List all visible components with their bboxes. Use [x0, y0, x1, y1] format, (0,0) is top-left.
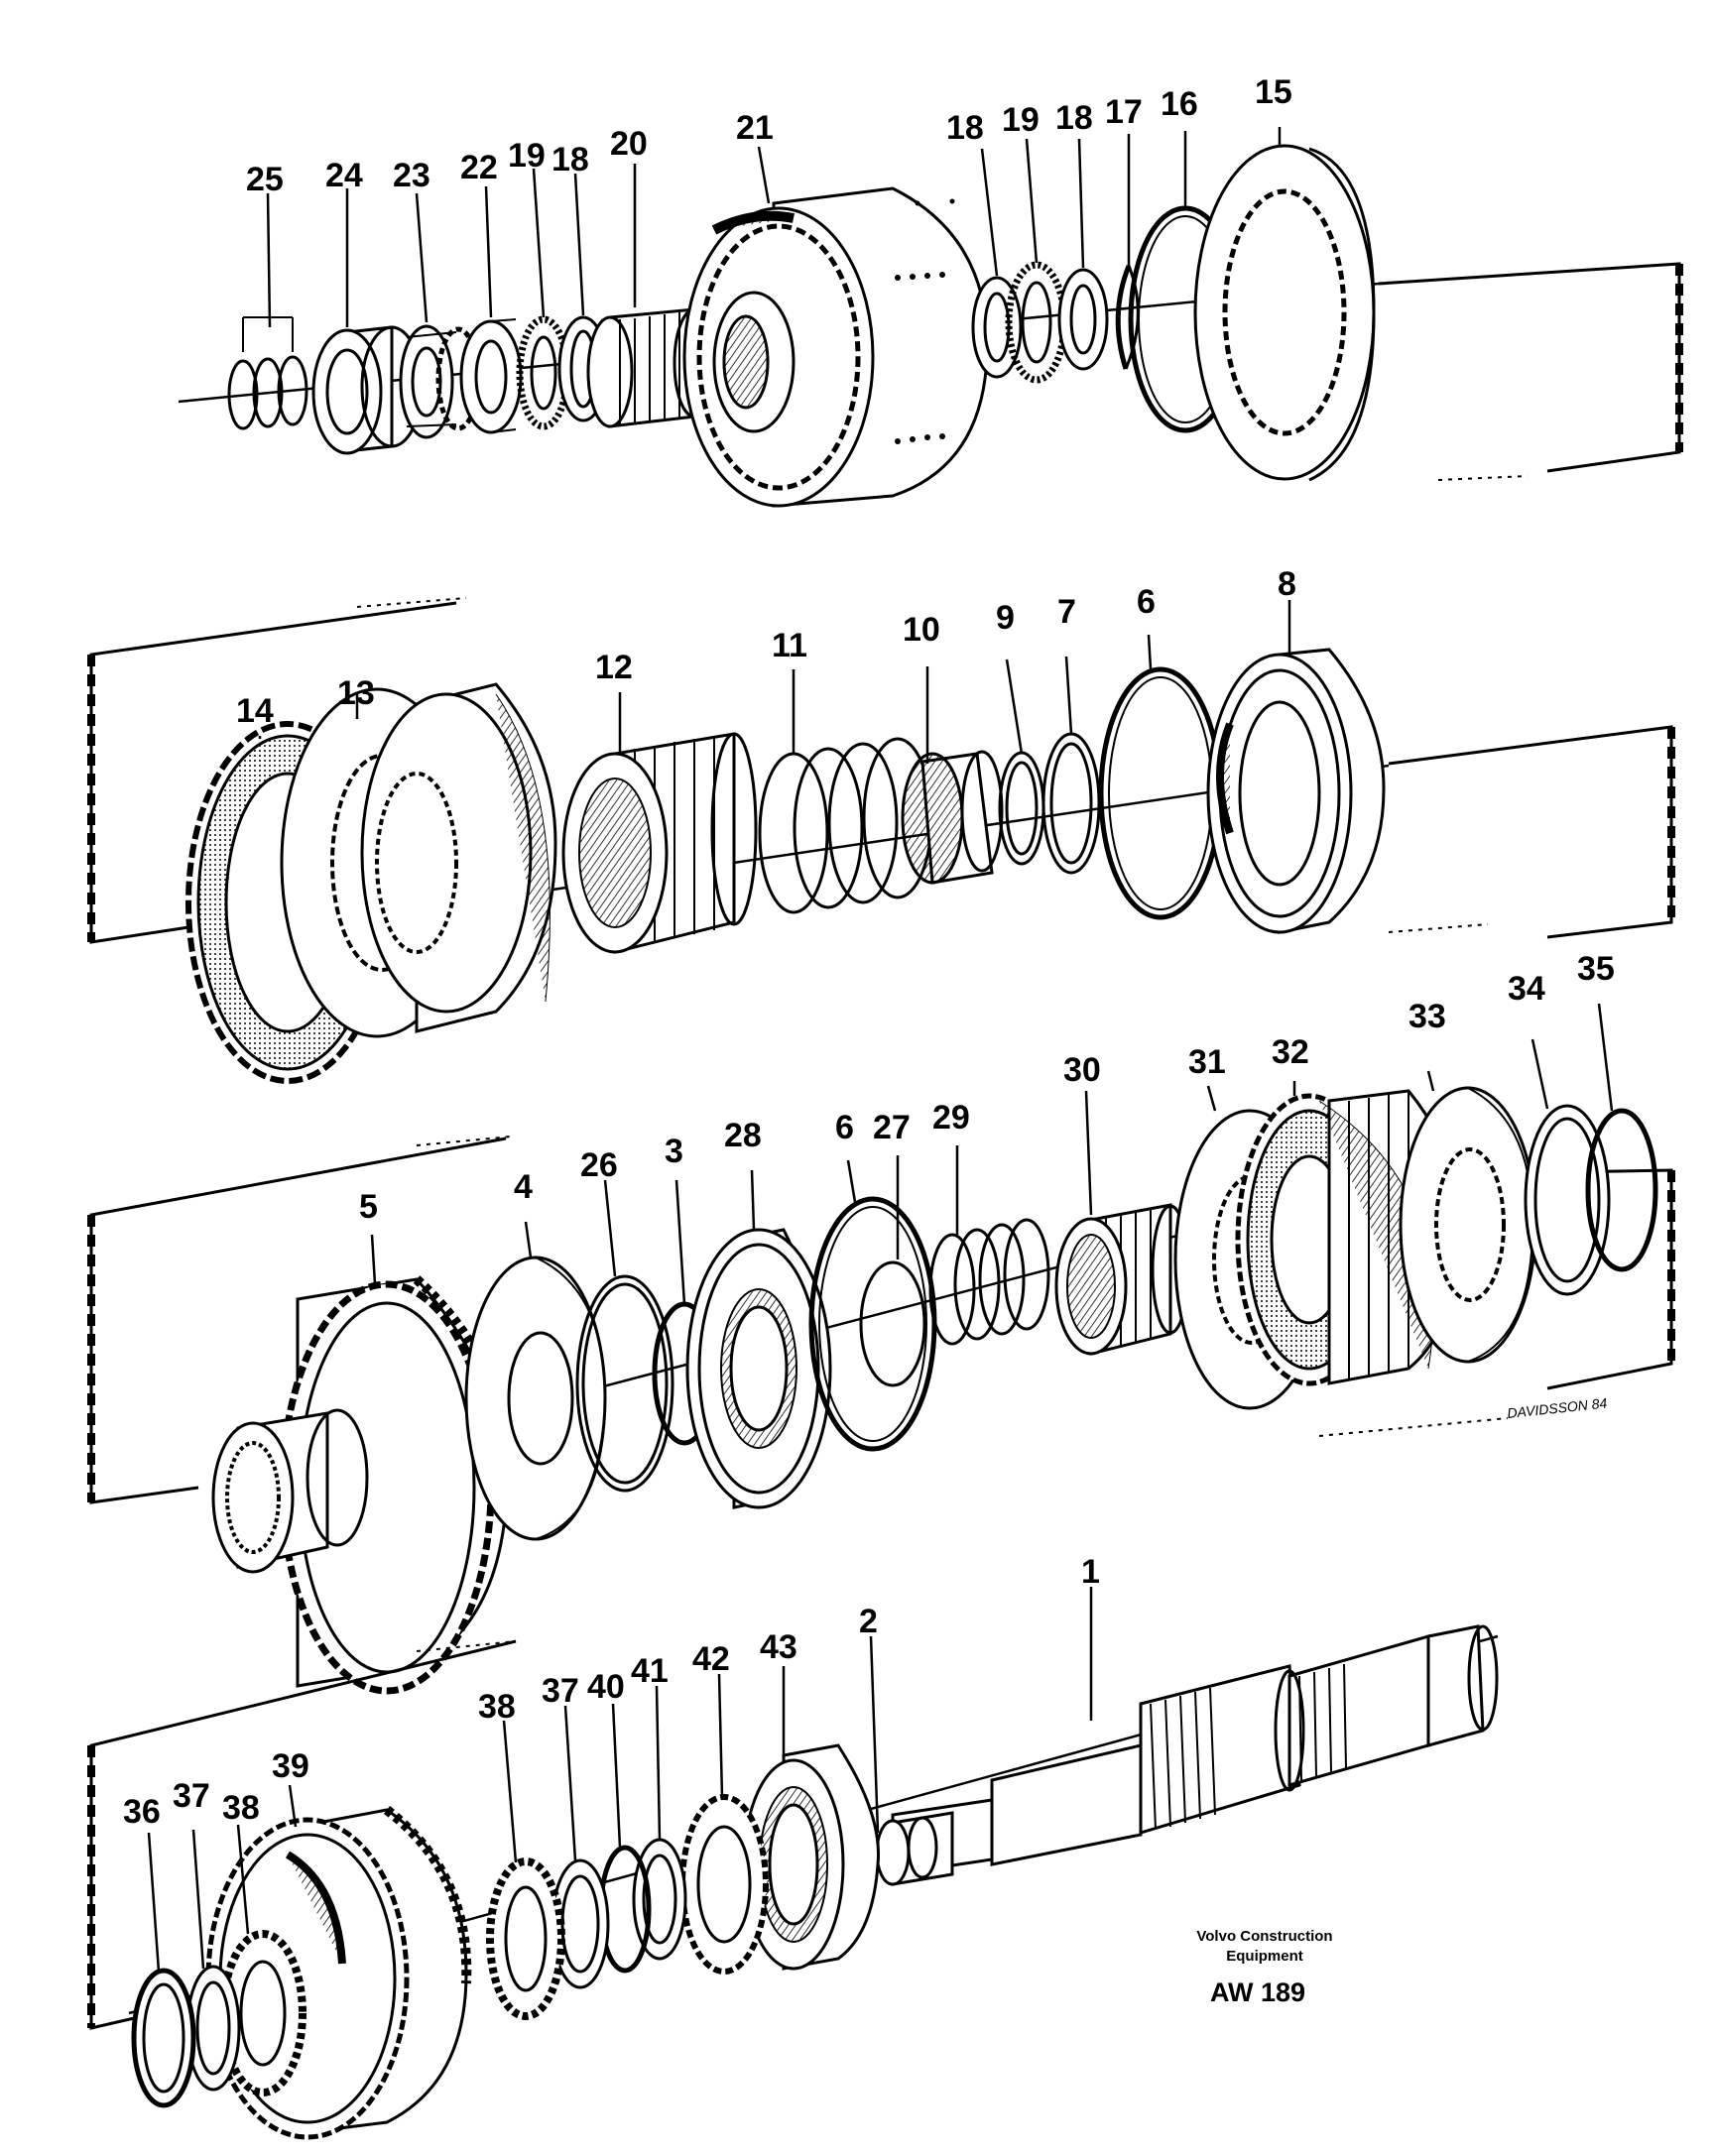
part-8-piston-housing — [1206, 648, 1386, 934]
callout-6b: 6 — [835, 1109, 854, 1146]
callout-38a: 38 — [478, 1688, 516, 1726]
callout-4: 4 — [514, 1168, 533, 1206]
row-2-assembly — [87, 597, 1675, 1084]
part-35-snap-ring — [1585, 1108, 1658, 1272]
connector-bracket-2-right — [1388, 725, 1673, 939]
callout-26: 26 — [580, 1146, 618, 1184]
part-18-washer-c — [1057, 268, 1109, 371]
callout-32: 32 — [1272, 1033, 1309, 1071]
callout-40: 40 — [587, 1668, 625, 1706]
callout-41: 41 — [631, 1652, 669, 1690]
callout-37a: 37 — [542, 1672, 579, 1710]
callout-18b: 18 — [946, 109, 984, 147]
part-2-seal-rings — [875, 1811, 954, 1886]
callout-11: 11 — [772, 627, 807, 664]
caption-block: Volvo Construction Equipment AW 189 — [1196, 1928, 1332, 2007]
callout-16: 16 — [1161, 85, 1198, 123]
part-34-ring — [1524, 1104, 1611, 1296]
callout-31: 31 — [1188, 1043, 1226, 1081]
part-22-race — [459, 318, 523, 434]
callout-9: 9 — [996, 599, 1015, 637]
part-4-plate — [464, 1256, 607, 1541]
caption-maker-line1: Volvo Construction — [1196, 1928, 1332, 1945]
callout-17: 17 — [1105, 93, 1143, 131]
callout-22: 22 — [460, 149, 498, 186]
part-15-end-plate — [1193, 144, 1376, 482]
callout-24: 24 — [325, 157, 363, 194]
callout-39: 39 — [272, 1747, 309, 1785]
row-1-assembly — [178, 144, 1683, 508]
callout-18a: 18 — [551, 141, 589, 179]
callout-2: 2 — [859, 1603, 878, 1640]
part-25-seal-rings — [227, 316, 308, 430]
callout-14: 14 — [236, 692, 274, 730]
part-42-roller-bearing — [679, 1794, 769, 1975]
callout-19a: 19 — [508, 137, 546, 175]
part-21-clutch-drum — [682, 186, 989, 508]
row-3-assembly — [87, 1086, 1675, 1695]
callout-28: 28 — [724, 1117, 762, 1154]
callout-3: 3 — [665, 1133, 683, 1170]
row-4-assembly — [87, 1624, 1499, 2140]
callout-35: 35 — [1577, 950, 1615, 988]
callout-33: 33 — [1408, 998, 1446, 1035]
callout-1: 1 — [1081, 1553, 1100, 1591]
callout-20: 20 — [610, 125, 648, 163]
part-33-end-plate — [1399, 1086, 1537, 1364]
callout-19b: 19 — [1002, 101, 1040, 139]
callout-36: 36 — [123, 1793, 161, 1831]
callout-37b: 37 — [173, 1777, 210, 1815]
part-1-main-shaft — [891, 1624, 1499, 1876]
callout-23: 23 — [393, 157, 430, 194]
callout-38b: 38 — [222, 1789, 260, 1827]
part-5-gear — [211, 1275, 517, 1695]
callout-27: 27 — [873, 1109, 911, 1146]
connector-bracket-1 — [1378, 262, 1681, 473]
part-28-piston — [685, 1228, 832, 1509]
callout-8: 8 — [1278, 565, 1296, 603]
part-38-bearing-a — [486, 1857, 565, 2020]
callout-42: 42 — [692, 1640, 730, 1678]
callout-18c: 18 — [1055, 99, 1093, 137]
artist-signature: DAVIDSSON 84 — [1507, 1394, 1608, 1421]
caption-maker-line2: Equipment — [1226, 1948, 1303, 1965]
part-7-seal-ring — [1041, 732, 1101, 875]
leader-lines — [147, 127, 1614, 1973]
part-29-springs — [928, 1218, 1050, 1346]
caption-code: AW 189 — [1210, 1977, 1305, 2007]
part-43-bearing-cup — [742, 1743, 880, 1971]
part-9-seal-ring — [998, 751, 1045, 866]
callout-5: 5 — [359, 1188, 378, 1226]
part-12-splined-hub — [561, 732, 758, 954]
callout-29: 29 — [932, 1099, 970, 1137]
callout-25: 25 — [246, 161, 284, 198]
callout-21: 21 — [736, 109, 774, 147]
part-27-seal — [859, 1260, 926, 1387]
part-10-piston — [901, 750, 1004, 885]
callout-34: 34 — [1508, 970, 1545, 1008]
callout-30: 30 — [1063, 1051, 1101, 1089]
part-30-splined-hub — [1054, 1203, 1190, 1356]
callout-7: 7 — [1057, 593, 1076, 631]
part-41-ring — [632, 1838, 687, 1961]
part-36-ring — [131, 1968, 196, 2108]
part-disc-pack — [360, 682, 557, 1033]
callout-6a: 6 — [1137, 583, 1156, 621]
part-26-ring — [575, 1274, 674, 1493]
part-6-o-ring-b — [808, 1196, 937, 1452]
callout-10: 10 — [903, 611, 940, 649]
callout-12: 12 — [595, 649, 633, 686]
callout-13: 13 — [337, 674, 375, 712]
callout-labels: 25 24 23 22 19 18 20 21 18 19 18 17 16 1… — [123, 73, 1615, 1831]
callout-43: 43 — [760, 1628, 797, 1666]
callout-15: 15 — [1255, 73, 1292, 111]
